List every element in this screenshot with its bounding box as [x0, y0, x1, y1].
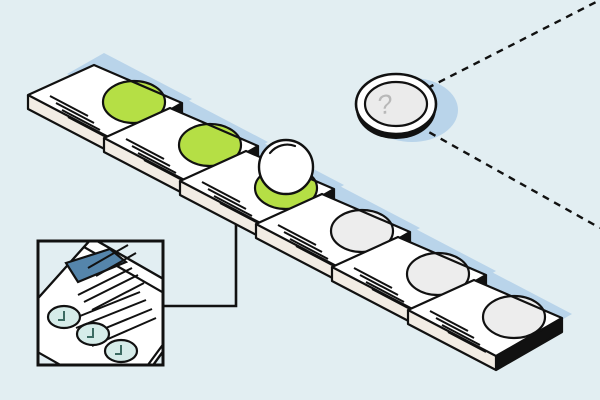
sphere-highlight-icon [268, 143, 297, 155]
document-card-4[interactable] [254, 192, 412, 286]
inset-border [36, 239, 165, 367]
detail-inset[interactable] [6, 238, 200, 400]
inset-highlight-block [64, 247, 129, 284]
progress-sphere [257, 138, 315, 196]
inset-badges [46, 304, 139, 364]
document-card-1[interactable] [26, 63, 184, 157]
card-marker-filled [177, 122, 243, 168]
document-card-2[interactable] [102, 106, 260, 200]
card-marker-empty [481, 294, 547, 340]
puck-question-glyph: ? [377, 87, 393, 120]
dashed-ray-lower [417, 124, 600, 230]
card-marker-empty [329, 208, 395, 254]
document-card-5[interactable] [330, 235, 488, 329]
dashed-rays [403, 0, 600, 230]
card-marker-empty [405, 251, 471, 297]
dashed-ray-upper [403, 0, 600, 102]
question-puck[interactable]: ? [354, 72, 438, 139]
card-marker-filled [101, 79, 167, 125]
document-card-6[interactable] [406, 278, 564, 372]
